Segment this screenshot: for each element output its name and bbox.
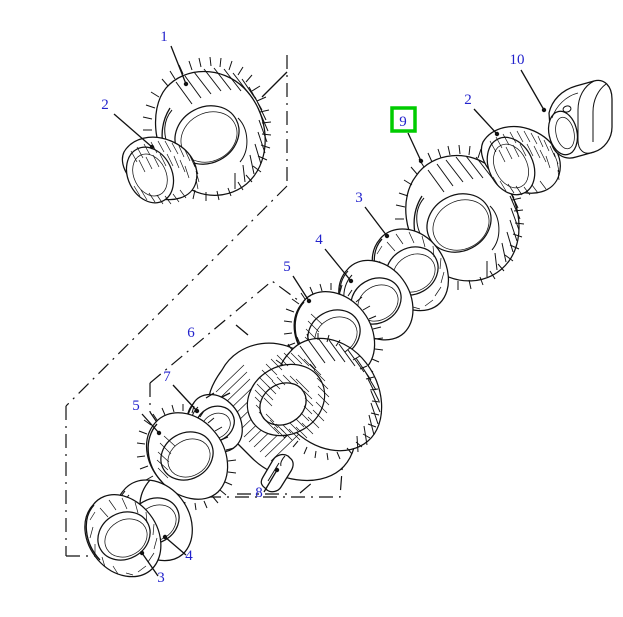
callout-label-6: 6: [187, 325, 195, 341]
highlight-box-9: [390, 106, 417, 133]
callout-label-3-upper: 3: [355, 190, 363, 206]
callout-label-5-upper: 5: [283, 259, 291, 275]
callout-label-4-upper: 4: [315, 232, 323, 248]
part-6-synchro-hub-assembly: [208, 333, 383, 482]
callout-label-5-lower: 5: [132, 398, 140, 414]
part-10-bush-sleeve: [547, 79, 613, 159]
callout-label-9: 9: [399, 114, 407, 130]
callout-label-3-lower: 3: [157, 570, 165, 586]
callout-label-1: 1: [160, 29, 168, 45]
callout-label-10: 10: [510, 52, 525, 68]
callout-label-4-lower: 4: [185, 548, 193, 564]
callout-label-2-left: 2: [101, 97, 109, 113]
part-2-needle-bearing-left: [121, 136, 200, 205]
callout-leaders: [113, 45, 547, 577]
part-2-needle-bearing-right: [480, 125, 561, 196]
callout-label-7: 7: [163, 369, 171, 385]
callout-label-2-right: 2: [464, 92, 472, 108]
part-3-baulk-ring-lower: [84, 494, 162, 578]
callout-label-8: 8: [255, 485, 263, 501]
part-5-cone-ring-lower: [136, 404, 237, 511]
